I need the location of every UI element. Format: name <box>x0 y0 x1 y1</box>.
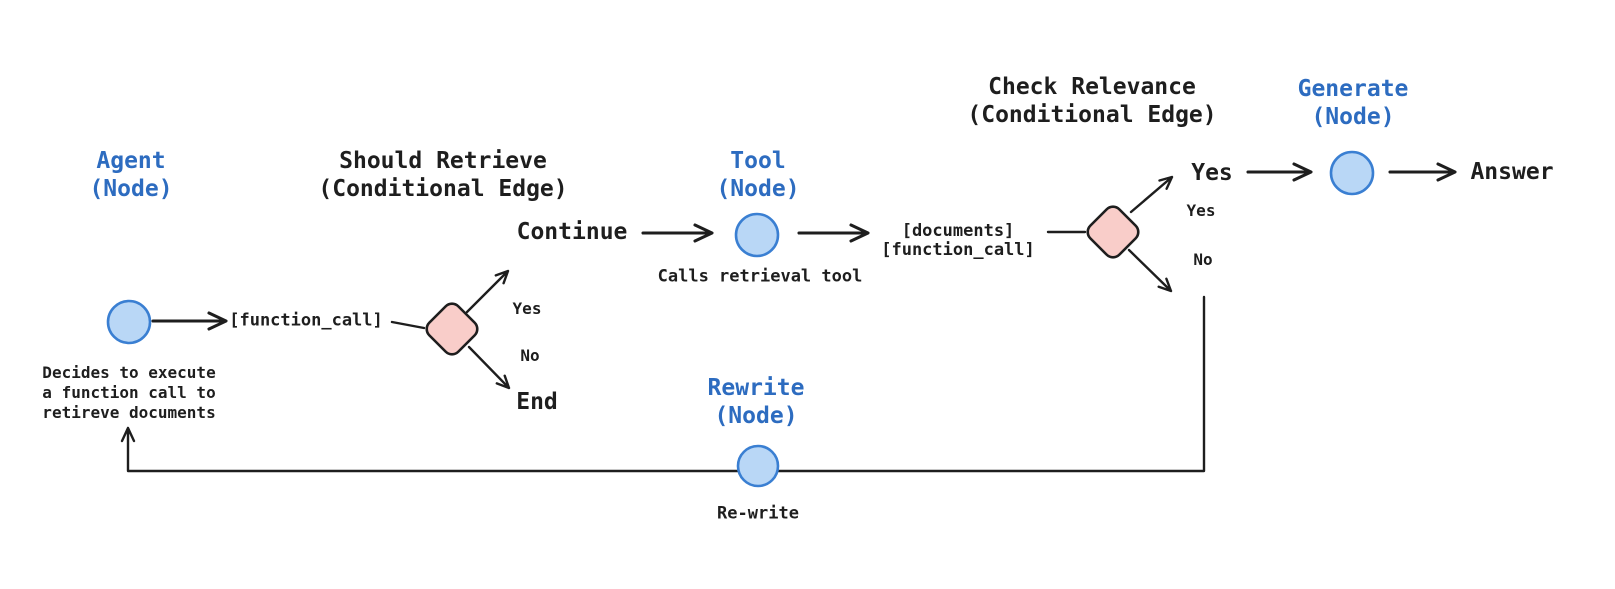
tool-title-line2: (Node) <box>716 176 800 202</box>
should-retrieve-title-line2: (Conditional Edge) <box>318 176 568 202</box>
function-call-label: [function_call] <box>229 310 383 331</box>
rewrite-node-title: Rewrite (Node) <box>708 374 805 430</box>
agent-description-line3: retireve documents <box>42 403 216 422</box>
edge-should-retrieve-no-arrow <box>467 345 511 390</box>
documents-state-label: [documents] [function_call] <box>881 222 1035 260</box>
rewrite-node-circle <box>736 444 780 488</box>
documents-state-line2: [function_call] <box>881 240 1035 260</box>
rewrite-title-line2: (Node) <box>714 403 798 429</box>
agent-description-line2: a function call to <box>42 383 216 402</box>
documents-state-line1: [documents] <box>901 221 1015 241</box>
edge-check-relevance-no-arrow <box>1127 248 1173 293</box>
agent-title-line1: Agent <box>96 148 166 174</box>
generate-title-line1: Generate <box>1297 76 1409 102</box>
should-retrieve-title: Should Retrieve (Conditional Edge) <box>318 147 567 203</box>
check-relevance-title: Check Relevance (Conditional Edge) <box>967 73 1216 129</box>
check-relevance-title-line1: Check Relevance <box>988 74 1196 100</box>
should-retrieve-title-line1: Should Retrieve <box>339 148 547 174</box>
edge-tool-to-documents <box>797 223 870 243</box>
answer-label: Answer <box>1470 159 1554 185</box>
edge-agent-to-function-call <box>151 311 228 331</box>
edge-yes-to-generate <box>1246 162 1313 182</box>
edge-should-retrieve-yes-arrow <box>465 269 510 314</box>
check-relevance-decision-diamond <box>1086 205 1140 259</box>
rewrite-title-line1: Rewrite <box>707 375 805 401</box>
tool-node-circle <box>734 212 780 258</box>
generate-title-line2: (Node) <box>1311 104 1395 130</box>
calls-retrieval-tool-label: Calls retrieval tool <box>657 266 863 287</box>
edge-rewrite-loop-to-agent <box>120 295 1206 473</box>
yes-outcome-label: Yes <box>1191 160 1233 186</box>
agent-node-circle <box>106 299 152 345</box>
agent-title-line2: (Node) <box>89 176 173 202</box>
agent-description: Decides to execute a function call to re… <box>42 363 215 423</box>
tool-title-line1: Tool <box>730 148 786 174</box>
continue-label: Continue <box>516 219 628 245</box>
tool-node-title: Tool (Node) <box>716 147 799 203</box>
edge-generate-to-answer <box>1388 162 1457 182</box>
end-label: End <box>516 389 558 415</box>
no-branch-label-1: No <box>520 346 540 365</box>
no-branch-label-2: No <box>1193 250 1213 269</box>
edge-continue-to-tool <box>641 223 714 243</box>
generate-node-circle <box>1329 150 1375 196</box>
generate-node-title: Generate (Node) <box>1298 75 1409 131</box>
rewrite-action-label: Re-write <box>717 503 799 524</box>
edge-check-relevance-yes-arrow <box>1129 175 1174 214</box>
yes-branch-label-1: Yes <box>512 299 542 318</box>
agent-node-title: Agent (Node) <box>89 147 172 203</box>
yes-branch-label-2: Yes <box>1186 201 1216 220</box>
check-relevance-title-line2: (Conditional Edge) <box>967 102 1217 128</box>
agent-description-line1: Decides to execute <box>42 363 216 382</box>
edge-function-call-to-should-retrieve <box>390 320 426 330</box>
should-retrieve-decision-diamond <box>425 302 479 356</box>
